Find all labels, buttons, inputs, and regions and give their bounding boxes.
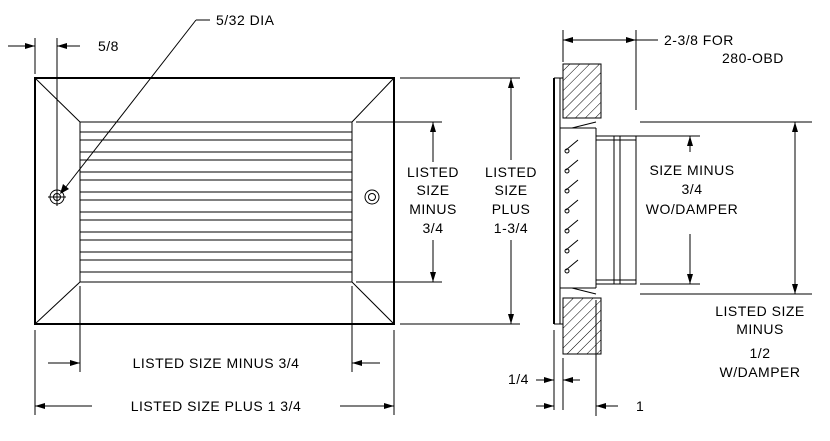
hole-leader bbox=[60, 19, 210, 194]
small-depth-dimension bbox=[536, 300, 618, 416]
inner-opening bbox=[79, 121, 353, 283]
screw-hole-right bbox=[364, 189, 380, 205]
outer-frame bbox=[34, 77, 395, 325]
svg-text:W/DAMPER: W/DAMPER bbox=[720, 364, 801, 380]
outer-height-label: LISTED SIZE PLUS 1-3/4 bbox=[485, 164, 537, 236]
offset-label: 5/8 bbox=[98, 38, 119, 54]
outer-size-dimension bbox=[640, 121, 812, 295]
corner-bevels bbox=[34, 77, 395, 325]
inner-width-dimension bbox=[48, 286, 380, 372]
inner-width-label: LISTED SIZE MINUS 3/4 bbox=[133, 355, 300, 371]
flange-dimension bbox=[536, 330, 580, 410]
outer-size-label: LISTED SIZE MINUS 1/2 W/DAMPER bbox=[715, 303, 805, 380]
svg-text:SIZE MINUS: SIZE MINUS bbox=[649, 162, 734, 178]
flange-label: 1/4 bbox=[508, 371, 529, 387]
svg-text:PLUS: PLUS bbox=[492, 201, 531, 217]
hole-diameter-label: 5/32 DIA bbox=[216, 12, 275, 28]
side-view: 2-3/8 FOR 280-OBD SIZE MINUS 3/4 WO/DAMP… bbox=[508, 30, 812, 416]
svg-text:SIZE: SIZE bbox=[494, 182, 527, 198]
damper-blades bbox=[564, 139, 579, 274]
outer-width-dimension bbox=[34, 330, 395, 415]
svg-text:SIZE: SIZE bbox=[416, 182, 449, 198]
damper-body bbox=[595, 135, 637, 285]
svg-text:3/4: 3/4 bbox=[423, 220, 444, 236]
wall-top-hatch bbox=[562, 63, 602, 119]
outer-height-dimension bbox=[400, 77, 520, 325]
front-view: 5/32 DIA 5/8 LISTED SIZE MINUS 3/4 bbox=[8, 12, 537, 415]
svg-text:1/2: 1/2 bbox=[750, 345, 771, 361]
inner-size-label: SIZE MINUS 3/4 WO/DAMPER bbox=[646, 162, 738, 217]
louver-blades bbox=[80, 131, 352, 273]
svg-text:MINUS: MINUS bbox=[736, 321, 784, 337]
svg-text:MINUS: MINUS bbox=[409, 201, 457, 217]
svg-text:LISTED: LISTED bbox=[485, 164, 537, 180]
svg-text:LISTED: LISTED bbox=[407, 164, 459, 180]
inner-size-dimension bbox=[600, 135, 700, 285]
offset-dimension bbox=[8, 38, 80, 190]
inner-height-label: LISTED SIZE MINUS 3/4 bbox=[407, 164, 459, 236]
outer-width-label: LISTED SIZE PLUS 1 3/4 bbox=[131, 398, 302, 414]
inner-height-dimension bbox=[356, 121, 442, 283]
depth-dimension bbox=[562, 30, 658, 110]
svg-text:WO/DAMPER: WO/DAMPER bbox=[646, 201, 738, 217]
depth-label-1: 2-3/8 FOR bbox=[664, 32, 734, 48]
depth-label-2: 280-OBD bbox=[722, 50, 784, 66]
wall-bottom-hatch bbox=[562, 297, 602, 355]
small-depth-label: 1 bbox=[636, 398, 644, 414]
svg-text:1-3/4: 1-3/4 bbox=[494, 220, 528, 236]
svg-text:3/4: 3/4 bbox=[682, 181, 703, 197]
svg-text:LISTED SIZE: LISTED SIZE bbox=[715, 303, 805, 319]
